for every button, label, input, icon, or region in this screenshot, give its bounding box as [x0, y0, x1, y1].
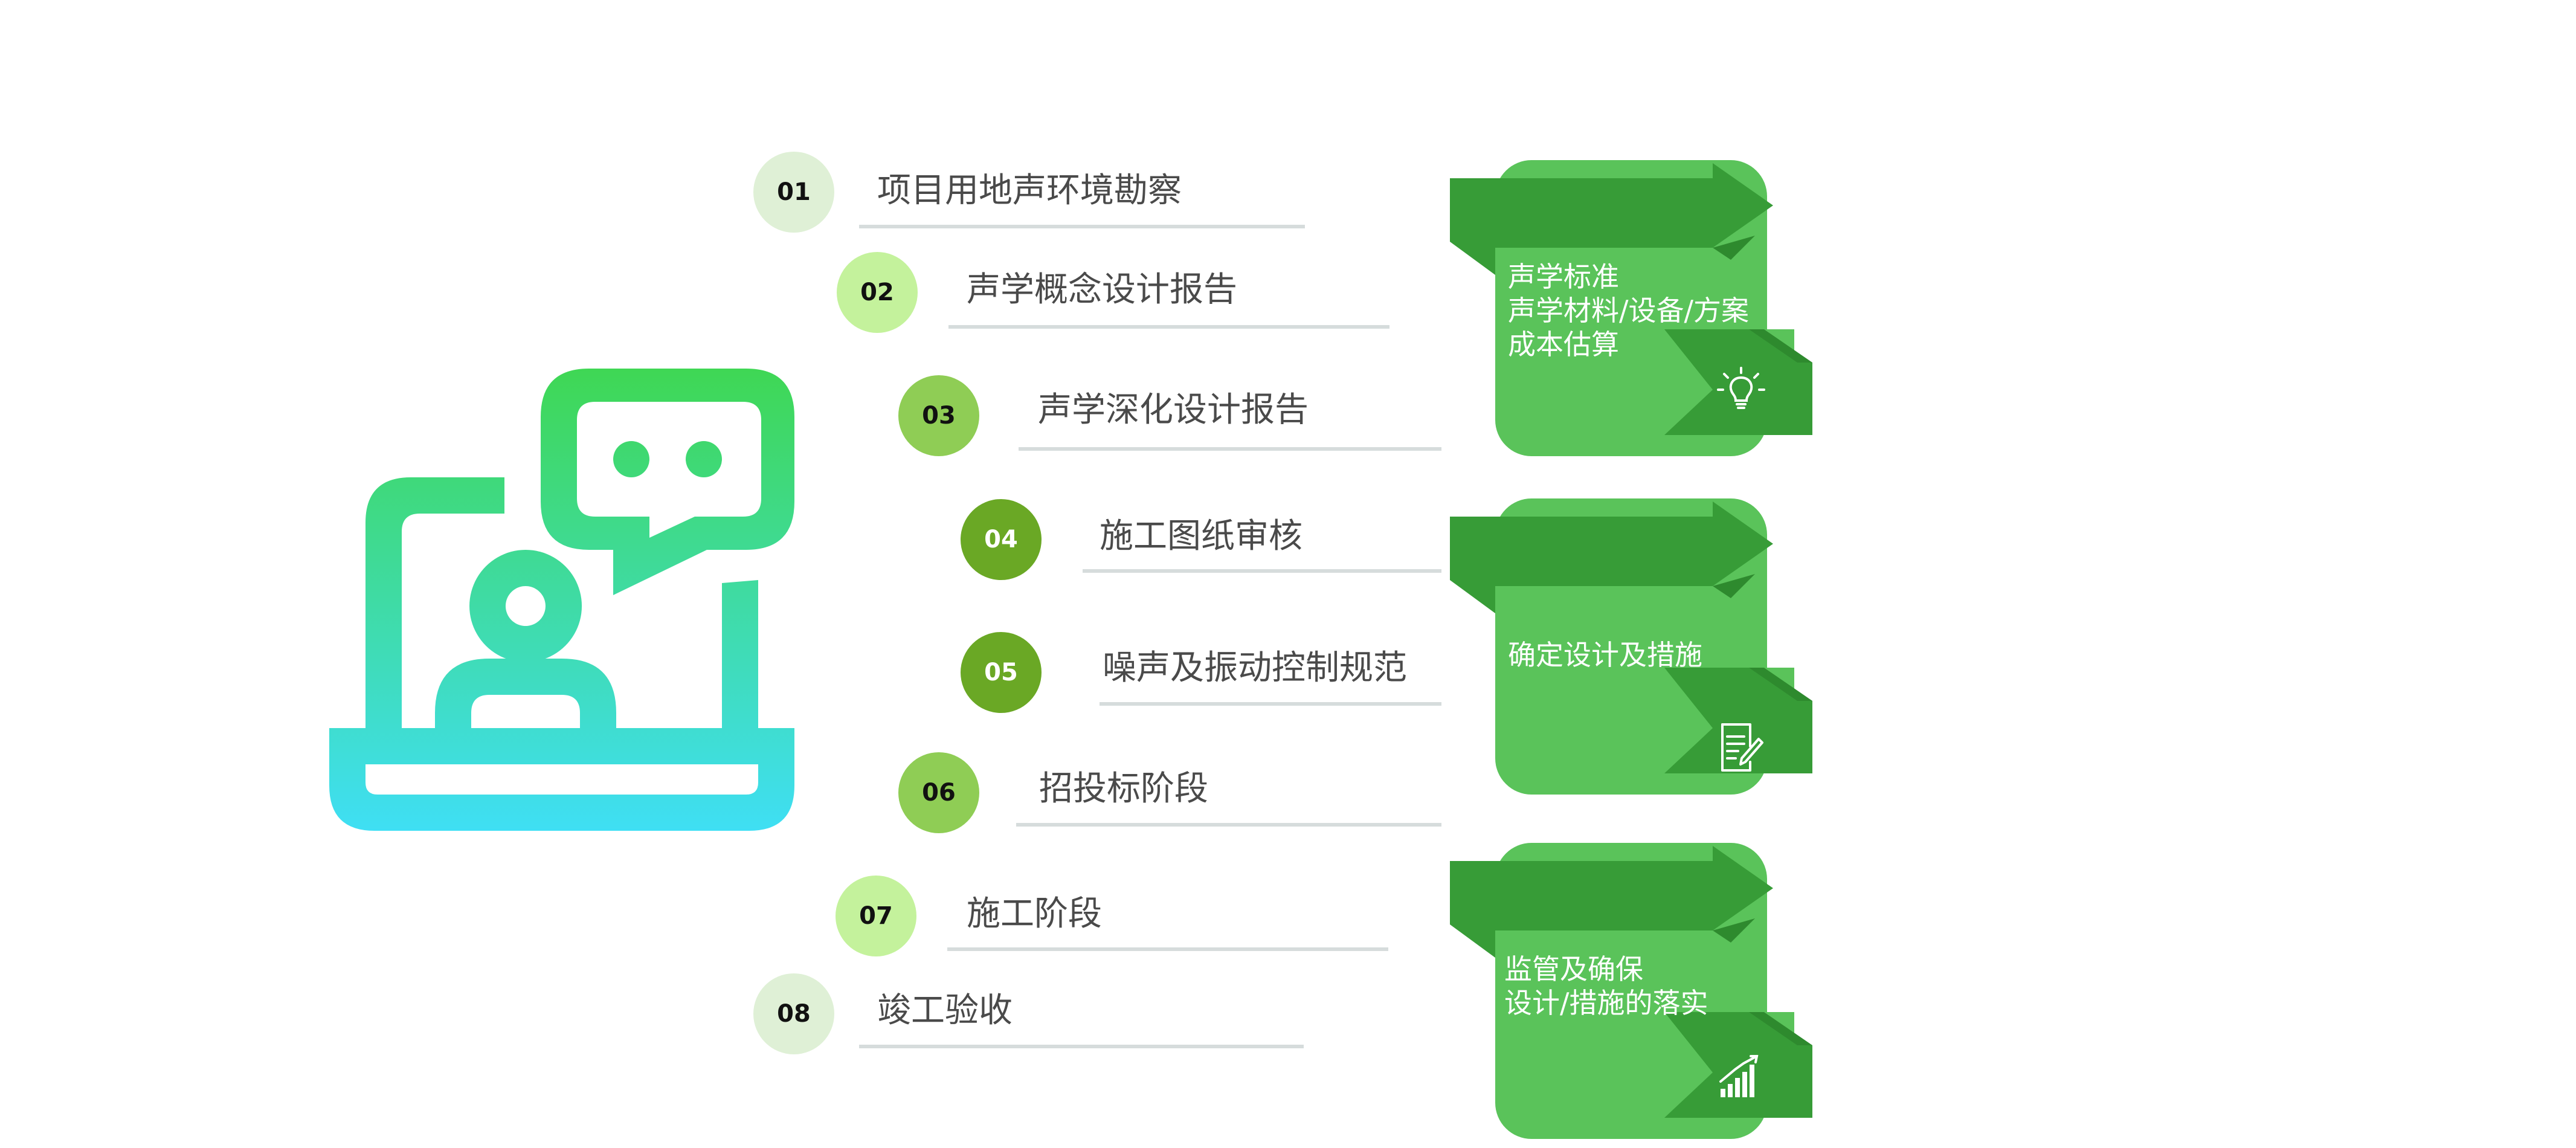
step-label: 项目用地声环境勘察: [877, 171, 1182, 210]
box-text-line: 成本估算: [1508, 328, 1619, 361]
step-label: 施工图纸审核: [1100, 517, 1302, 556]
step-number-badge: 07: [836, 876, 916, 956]
box-background: [1450, 843, 1812, 1139]
step-underline: [1016, 823, 1441, 827]
step-underline: [859, 225, 1305, 228]
step-label: 声学概念设计报告: [967, 270, 1237, 309]
step-label: 竣工验收: [877, 991, 1013, 1030]
step-number-badge: 06: [898, 752, 979, 833]
step-label: 噪声及振动控制规范: [1103, 648, 1407, 688]
box-background: [1450, 160, 1812, 456]
step-number-badge: 02: [837, 252, 918, 333]
step-underline: [947, 947, 1388, 951]
consultation-illustration-icon: [329, 369, 794, 831]
step-underline: [1019, 447, 1441, 451]
step-number-badge: 08: [753, 973, 834, 1054]
box-background: [1450, 498, 1812, 795]
box-text-line: 监管及确保: [1504, 953, 1643, 985]
step-underline: [1100, 702, 1441, 706]
box-text-line: 声学材料/设备/方案: [1508, 294, 1749, 327]
step-number-badge: 03: [898, 375, 979, 456]
step-label: 施工阶段: [967, 894, 1102, 934]
box-text-line: 确定设计及措施: [1508, 639, 1702, 671]
lightbulb-icon: [1717, 367, 1765, 409]
box-text-line: 设计/措施的落实: [1504, 987, 1708, 1019]
document-pen-icon: [1721, 723, 1763, 772]
step-underline: [859, 1045, 1304, 1048]
step-number-badge: 01: [753, 152, 834, 233]
box-text-line: 声学标准: [1508, 260, 1619, 293]
step-label: 招投标阶段: [1039, 769, 1208, 808]
step-number-badge: 04: [961, 499, 1042, 580]
bar-chart-icon: [1719, 1055, 1759, 1097]
step-label: 声学深化设计报告: [1038, 390, 1309, 430]
step-number-badge: 05: [961, 632, 1042, 713]
step-underline: [948, 325, 1389, 329]
step-underline: [1083, 569, 1441, 573]
